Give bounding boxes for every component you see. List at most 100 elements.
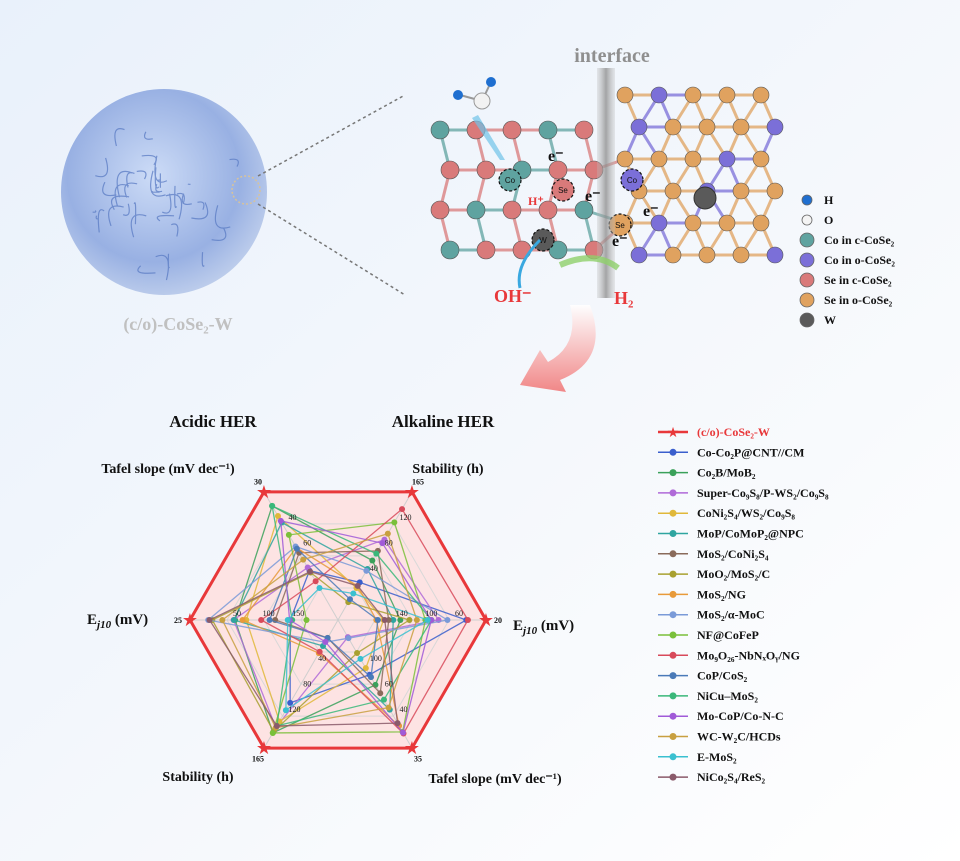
crystal-atom [732, 118, 750, 136]
radar-point [269, 729, 276, 736]
crystal-atom [650, 150, 668, 168]
legend-marker-dot [669, 530, 677, 537]
interface-label: interface [574, 45, 650, 67]
sphere-petal [161, 193, 172, 214]
active-site [498, 168, 522, 192]
crystal-atom [684, 150, 702, 168]
sphere-petal [155, 254, 170, 281]
radar-point [406, 617, 413, 623]
atom-legend-label: Se in c-CoSe₂ [824, 273, 892, 287]
axis-tafel-bottom-right: Tafel slope (mV dec⁻¹) [428, 772, 562, 787]
sphere-petal [95, 215, 99, 220]
radar-point [354, 582, 361, 589]
legend-marker-dot [669, 469, 677, 477]
atom-legend-marker [799, 232, 815, 248]
active-site [551, 178, 575, 202]
radar-point [277, 517, 284, 524]
axis-stability-top-right: Stability (h) [412, 462, 484, 477]
legend-label: E-MoS₂ [697, 750, 737, 764]
radar-tick: 60 [303, 539, 311, 548]
crystal-atom [664, 118, 682, 136]
crystal-atom [650, 214, 668, 232]
legend-marker-dot [669, 448, 677, 456]
crystal-atom [430, 200, 450, 220]
radar-point [346, 596, 353, 603]
radar-tick: 60 [385, 679, 393, 688]
radar-point [266, 617, 273, 623]
legend-marker-dot [669, 611, 677, 619]
radar-point [219, 617, 226, 623]
legend-marker-dot [669, 550, 677, 558]
crystal-atom [476, 160, 496, 180]
sphere-petal [156, 214, 175, 222]
radar-point [385, 704, 392, 711]
radar-point [357, 655, 364, 662]
axis-ej10-right: Ej10 (mV) [513, 618, 574, 637]
radar-tick: 40 [370, 564, 378, 573]
radar-tick-outer: 20 [494, 616, 502, 625]
legend-label: Super-Co₉S₈/P-WS₂/Co₉S₈ [697, 486, 829, 500]
radar-star: ★ [404, 738, 420, 758]
legend-label: (c/o)-CoSe₂-W [697, 425, 770, 439]
crystal-atom [502, 200, 522, 220]
atom-legend-marker [801, 194, 813, 206]
radar-spoke [263, 491, 339, 621]
material-legend: ★(c/o)-CoSe₂-WCo-Co₂P@CNT//CMCo₂B/MoB₂Su… [658, 425, 829, 784]
radar-tick: 100 [370, 654, 382, 663]
radar-point [369, 557, 376, 564]
radar-star: ★ [404, 482, 420, 502]
radar-point [273, 722, 280, 729]
crystal-atom [684, 86, 702, 104]
radar-point [374, 617, 381, 623]
sphere-petal [114, 128, 125, 147]
radar-point [282, 707, 289, 714]
radar-point [293, 545, 300, 552]
radar-point [381, 617, 388, 623]
radar-tick: 150 [292, 609, 304, 618]
radar-point [274, 513, 281, 520]
crystal-atom [466, 200, 486, 220]
radar-point [258, 617, 265, 623]
sphere-petal [171, 223, 179, 237]
crystal-atom [616, 150, 634, 168]
radar-tick: 40 [400, 705, 408, 714]
h2-label: H₂ [614, 288, 633, 308]
radar-point [424, 617, 431, 623]
crystal-atom [664, 246, 682, 264]
radar-tick: 40 [318, 654, 326, 663]
crystal-atom [430, 120, 450, 140]
radar-tick: 40 [289, 513, 297, 522]
radar-point [316, 648, 323, 655]
crystal-atom [698, 246, 716, 264]
radar-star: ★ [478, 610, 494, 630]
sphere-petal [201, 252, 205, 267]
radar-point [444, 617, 451, 623]
radar-tick-outer: 165 [412, 477, 424, 486]
sphere-petal [116, 170, 133, 198]
electron-3: e⁻ [643, 203, 659, 220]
axis-ej10-left: Ej10 (mV) [87, 612, 148, 631]
legend-marker-dot [669, 712, 677, 720]
sphere-petal [143, 131, 153, 140]
radar-point [303, 617, 310, 623]
radar-point [391, 519, 398, 526]
crystal-atom [766, 246, 784, 264]
sphere-petal [97, 209, 105, 233]
radar-point [322, 638, 329, 645]
crystal-atom [502, 120, 522, 140]
legend-label: MoP/CoMoP₂@NPC [697, 527, 804, 541]
radar-tick: 60 [455, 609, 463, 618]
w-atom [693, 186, 717, 210]
atom-legend-label: W [824, 313, 836, 327]
radar-tick-outer: 35 [414, 755, 422, 764]
sphere-petal [130, 214, 147, 238]
radar-tick: 100 [263, 609, 275, 618]
legend-label: NF@CoFeP [697, 628, 759, 642]
radar-point [413, 617, 420, 623]
active-site-label: Se [558, 186, 568, 195]
radar-point [362, 665, 369, 672]
legend-label: MoS₂/α-MoC [697, 608, 765, 622]
legend-label: WC-W₂C/HCDs [697, 730, 781, 744]
